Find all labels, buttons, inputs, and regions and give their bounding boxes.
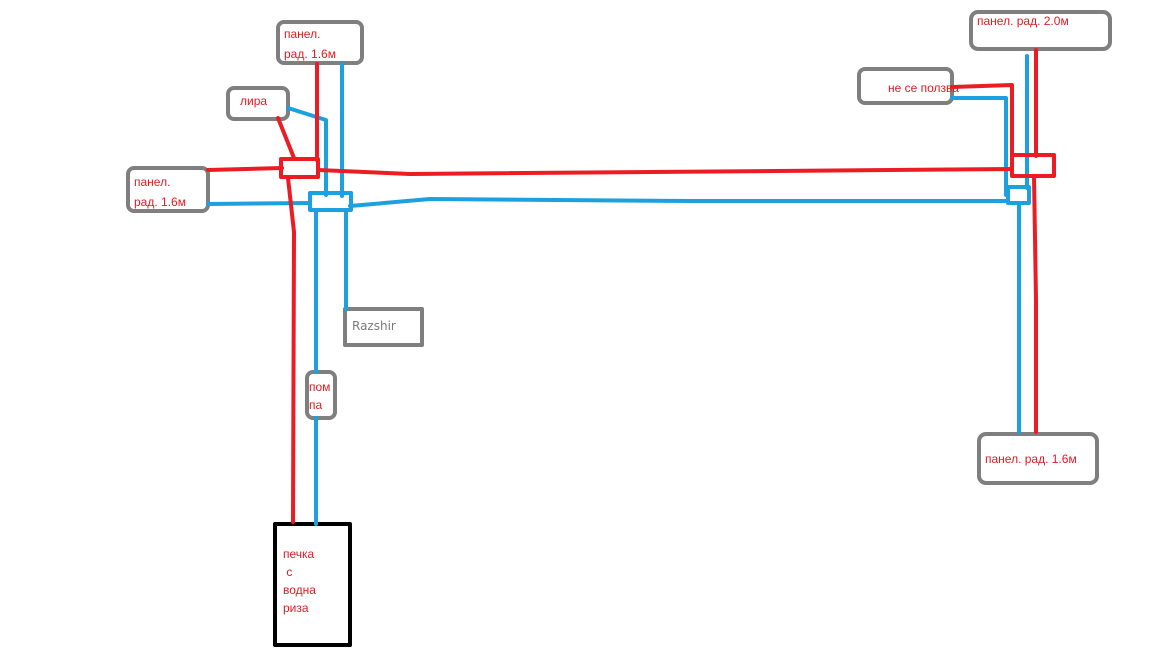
radiator-bottom-right-label: панел. рад. 1.6м [985,452,1077,466]
hot-manifold-right [1010,153,1056,178]
cold-pipe-main [348,197,1010,208]
not-used-label: не се ползва [888,81,959,95]
hot-pipe-not-used [950,83,1014,158]
pump-label: пом па [309,380,331,412]
hot-pipe-radiator-bottom-right [1032,174,1038,434]
lira-box [226,86,290,121]
cold-pipe-radiator-left [206,201,312,206]
radiator-left-label: панел. рад. 1.6м [134,175,186,209]
cold-manifold-left [308,191,353,212]
radiator-top-right-label: панел. рад. 2.0м [977,14,1069,28]
hot-pipe-to-stove [286,176,296,524]
hot-manifold-left [279,157,320,179]
cold-pipe-not-used [950,96,1008,197]
expansion-tank-label: Razshir [352,319,396,333]
hot-pipe-main [316,167,1014,176]
radiator-top-left-label: панел. рад. 1.6м [284,27,336,61]
cold-pipe-lira [286,106,328,197]
cold-manifold-right [1006,185,1031,205]
radiator-left-box [126,166,210,213]
hot-pipe-radiator-left [206,166,284,172]
radiator-top-right-box [969,10,1112,51]
pump-box [305,370,337,420]
stove-box [273,522,352,647]
radiator-top-left-box [276,20,364,65]
lira-label: лира [240,94,268,108]
hot-pipe-lira [276,116,296,160]
radiator-bottom-right-box [977,432,1099,485]
stove-label: печка с водна риза [283,547,316,615]
expansion-tank-box [343,307,424,347]
